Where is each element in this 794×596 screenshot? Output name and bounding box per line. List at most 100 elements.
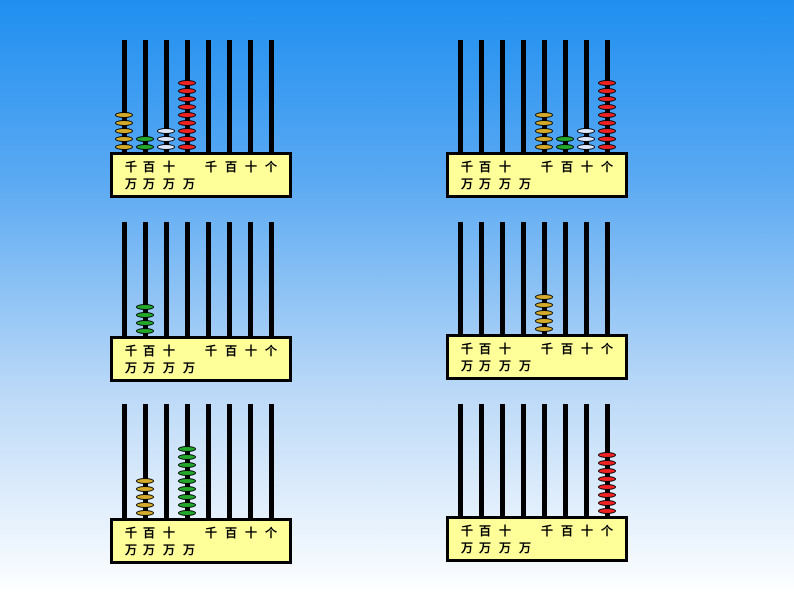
- place-label-top: 千: [461, 342, 474, 356]
- abacus-rod-1: [122, 40, 127, 152]
- bead-gold: [535, 302, 553, 308]
- bead-red: [178, 136, 196, 142]
- place-label-bottom: 万: [479, 177, 492, 191]
- place-label-top: 个: [265, 160, 278, 174]
- place-label-top: 百: [561, 524, 574, 538]
- abacus-rod-5: [542, 40, 547, 152]
- bead-red: [598, 484, 616, 490]
- place-label-top: 十: [499, 342, 512, 356]
- place-label-top: 百: [225, 344, 238, 358]
- place-label-bottom: 万: [163, 177, 176, 191]
- bead-green: [178, 502, 196, 508]
- abacus-rod-3: [164, 222, 169, 336]
- place-label-bottom: 万: [499, 177, 512, 191]
- place-label-top: 十: [245, 160, 258, 174]
- bead-green: [178, 470, 196, 476]
- abacus-rod-3: [500, 404, 505, 516]
- place-label-top: 个: [265, 526, 278, 540]
- abacus-rod-2: [479, 404, 484, 516]
- bead-blue: [157, 144, 175, 150]
- abacus-rod-5: [206, 40, 211, 152]
- place-label-top: 千: [125, 344, 138, 358]
- bead-green: [556, 136, 574, 142]
- bead-red: [598, 104, 616, 110]
- bead-gold: [136, 486, 154, 492]
- place-label-top: 百: [479, 342, 492, 356]
- bead-green: [178, 494, 196, 500]
- place-label-bottom: 万: [183, 177, 196, 191]
- place-label-bottom: 万: [125, 177, 138, 191]
- place-label-bottom: 万: [125, 361, 138, 375]
- bead-red: [178, 120, 196, 126]
- place-value-label-box: 千百十千百十个万万万万: [446, 152, 628, 198]
- abacus-rod-6: [227, 40, 232, 152]
- abacus-rod-6: [227, 222, 232, 336]
- place-label-bottom: 万: [163, 361, 176, 375]
- place-label-top: 百: [143, 344, 156, 358]
- abacus-rod-4: [185, 404, 190, 518]
- place-label-top: 十: [499, 160, 512, 174]
- place-label-bottom: 万: [519, 541, 532, 555]
- abacus-rod-2: [479, 222, 484, 334]
- bead-gold: [535, 128, 553, 134]
- bead-red: [598, 96, 616, 102]
- bead-green: [178, 486, 196, 492]
- place-label-top: 十: [581, 524, 594, 538]
- abacus-rod-7: [584, 40, 589, 152]
- abacus-rod-8: [605, 222, 610, 334]
- bead-blue: [577, 144, 595, 150]
- place-label-top: 百: [561, 342, 574, 356]
- bead-gold: [115, 112, 133, 118]
- abacus-rod-5: [206, 404, 211, 518]
- bead-gold: [115, 128, 133, 134]
- abacus-top-right: 千百十千百十个万万万万: [446, 40, 628, 202]
- bead-green: [178, 446, 196, 452]
- place-label-top: 十: [245, 526, 258, 540]
- bead-gold: [136, 478, 154, 484]
- bead-gold: [136, 502, 154, 508]
- abacus-rod-8: [269, 404, 274, 518]
- bead-gold: [535, 318, 553, 324]
- place-label-top: 千: [461, 160, 474, 174]
- abacus-rod-4: [521, 404, 526, 516]
- bead-red: [178, 104, 196, 110]
- bead-red: [598, 500, 616, 506]
- place-value-label-box: 千百十千百十个万万万万: [110, 336, 292, 382]
- abacus-rod-2: [479, 40, 484, 152]
- bead-green: [136, 320, 154, 326]
- place-label-top: 百: [479, 524, 492, 538]
- bead-gold: [535, 112, 553, 118]
- abacus-rod-5: [542, 222, 547, 334]
- place-label-top: 千: [125, 160, 138, 174]
- place-label-bottom: 万: [461, 541, 474, 555]
- bead-green: [136, 136, 154, 142]
- bead-green: [136, 144, 154, 150]
- place-label-bottom: 万: [163, 543, 176, 557]
- abacus-rod-1: [458, 222, 463, 334]
- bead-red: [178, 80, 196, 86]
- place-label-bottom: 万: [479, 541, 492, 555]
- place-label-top: 十: [163, 344, 176, 358]
- bead-gold: [535, 294, 553, 300]
- bead-gold: [535, 310, 553, 316]
- abacus-rod-1: [122, 222, 127, 336]
- bead-red: [598, 136, 616, 142]
- abacus-rod-3: [164, 404, 169, 518]
- abacus-bottom-right: 千百十千百十个万万万万: [446, 404, 628, 566]
- bead-red: [598, 88, 616, 94]
- bead-blue: [157, 128, 175, 134]
- bead-green: [556, 144, 574, 150]
- place-label-top: 十: [163, 160, 176, 174]
- abacus-rod-1: [122, 404, 127, 518]
- abacus-rod-1: [458, 40, 463, 152]
- abacus-rod-4: [521, 40, 526, 152]
- abacus-rod-4: [185, 222, 190, 336]
- abacus-rod-3: [500, 222, 505, 334]
- place-label-top: 百: [479, 160, 492, 174]
- place-label-top: 个: [601, 524, 614, 538]
- place-label-top: 十: [499, 524, 512, 538]
- bead-green: [178, 510, 196, 516]
- place-label-top: 个: [265, 344, 278, 358]
- bead-red: [598, 468, 616, 474]
